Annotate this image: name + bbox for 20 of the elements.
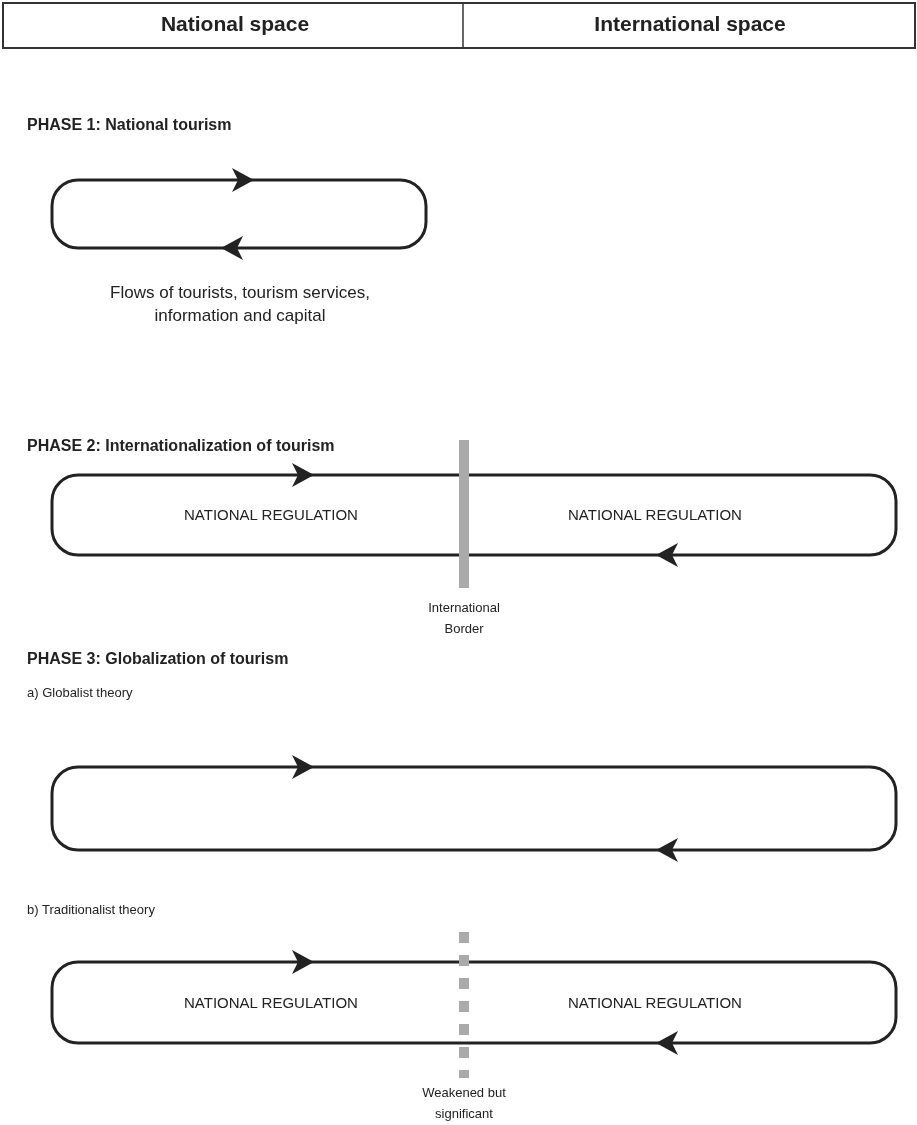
region-label: NATIONAL REGULATION bbox=[568, 993, 742, 1011]
flow-loop bbox=[50, 166, 428, 262]
border-bar bbox=[459, 440, 469, 588]
node-label: International Border bbox=[427, 599, 501, 638]
subheading: b) Traditionalist theory bbox=[27, 902, 155, 917]
region-label: NATIONAL REGULATION bbox=[184, 993, 358, 1011]
region-label: NATIONAL REGULATION bbox=[568, 506, 742, 523]
flow-loop bbox=[50, 461, 898, 569]
dashed-border-bar bbox=[459, 932, 469, 1078]
flow-loop bbox=[50, 948, 898, 1057]
column-header: National space bbox=[160, 12, 310, 36]
node-label: Flows of tourists, tourism services, information and capital bbox=[109, 282, 371, 327]
region-label: NATIONAL REGULATION bbox=[184, 506, 358, 523]
node-label: Weakened but significant bbox=[421, 1084, 507, 1123]
subheading: a) Globalist theory bbox=[27, 685, 133, 700]
phase-heading: PHASE 1: National tourism bbox=[27, 116, 232, 134]
phase-heading: PHASE 3: Globalization of tourism bbox=[27, 650, 289, 668]
phase-heading: PHASE 2: Internationalization of tourism bbox=[27, 437, 335, 455]
flow-loop bbox=[50, 753, 898, 864]
column-header: International space bbox=[594, 12, 786, 36]
